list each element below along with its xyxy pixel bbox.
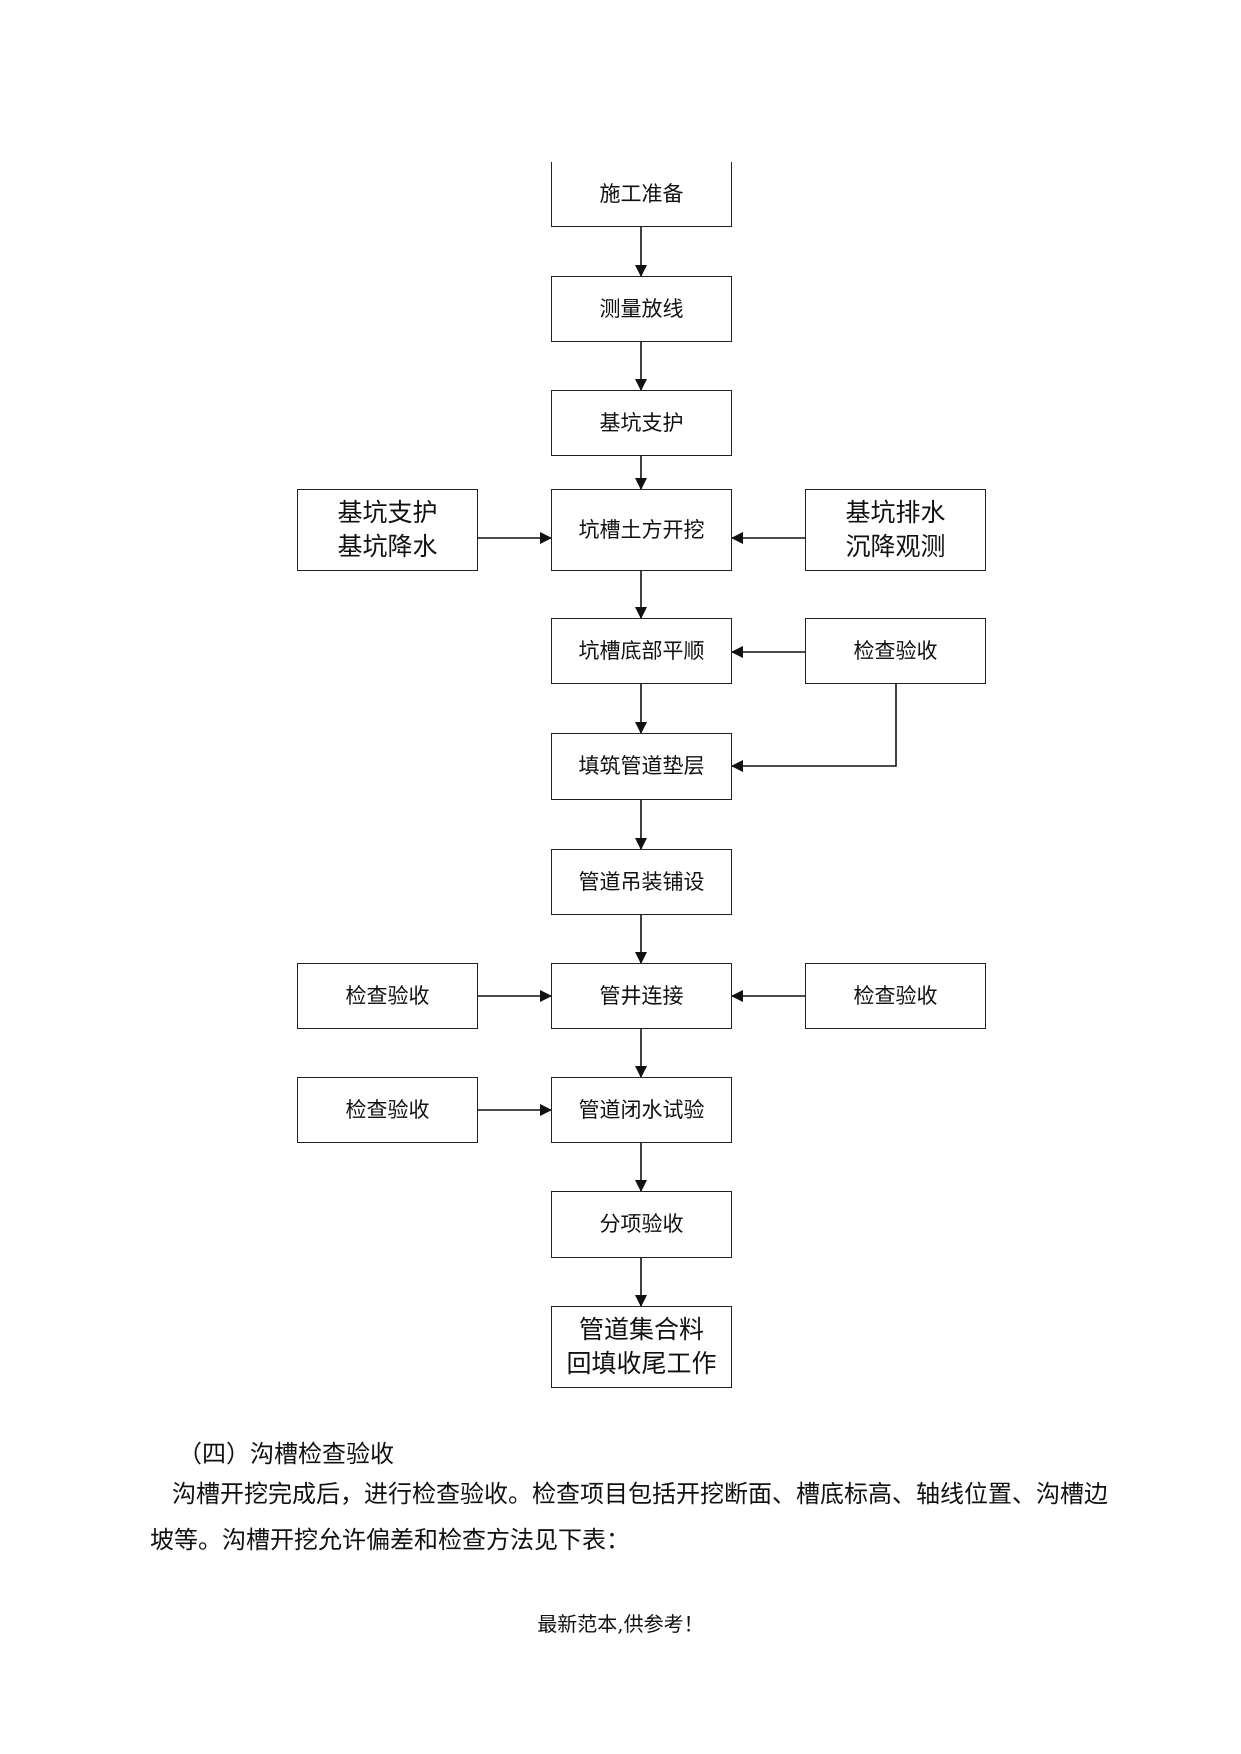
step-label: 管井连接 bbox=[599, 983, 684, 1008]
side-label: 基坑排水 沉降观测 bbox=[845, 498, 946, 561]
step-label: 基坑支护 bbox=[599, 410, 684, 435]
side-inspection-leveling: 检查验收 bbox=[805, 618, 986, 684]
arrow-inspection-to-bedding bbox=[731, 684, 897, 772]
body-paragraph: 沟槽开挖完成后，进行检查验收。检查项目包括开挖断面、槽底标高、轴线位置、沟槽边坡… bbox=[150, 1480, 1108, 1554]
step-backfill-finishing: 管道集合料 回填收尾工作 bbox=[551, 1306, 732, 1388]
side-label: 检查验收 bbox=[853, 638, 938, 663]
step-survey-setting-out: 测量放线 bbox=[551, 276, 732, 342]
side-inspection-water-test: 检查验收 bbox=[297, 1077, 478, 1143]
side-inspection-connection-left: 检查验收 bbox=[297, 963, 478, 1029]
step-pipe-hoisting-laying: 管道吊装铺设 bbox=[551, 849, 732, 915]
step-trench-excavation: 坑槽土方开挖 bbox=[551, 489, 732, 571]
side-support-dewatering: 基坑支护 基坑降水 bbox=[297, 489, 478, 571]
step-label: 坑槽土方开挖 bbox=[578, 517, 705, 542]
side-label: 基坑支护 基坑降水 bbox=[337, 498, 438, 561]
step-sub-item-acceptance: 分项验收 bbox=[551, 1191, 732, 1258]
step-pipe-well-connection: 管井连接 bbox=[551, 963, 732, 1029]
step-label: 管道闭水试验 bbox=[578, 1097, 705, 1122]
step-label: 管道吊装铺设 bbox=[578, 869, 705, 894]
step-label: 管道集合料 回填收尾工作 bbox=[566, 1315, 717, 1378]
side-label: 检查验收 bbox=[345, 983, 430, 1008]
step-label: 填筑管道垫层 bbox=[578, 754, 705, 779]
step-label: 施工准备 bbox=[599, 181, 684, 206]
side-drainage-settlement: 基坑排水 沉降观测 bbox=[805, 489, 986, 571]
side-label: 检查验收 bbox=[853, 983, 938, 1008]
page-footer: 最新范本,供参考！ bbox=[537, 1612, 704, 1636]
step-pit-support: 基坑支护 bbox=[551, 390, 732, 456]
side-inspection-connection-right: 检查验收 bbox=[805, 963, 986, 1029]
step-label: 分项验收 bbox=[599, 1212, 684, 1237]
step-construction-prep: 施工准备 bbox=[551, 162, 732, 227]
step-closed-water-test: 管道闭水试验 bbox=[551, 1077, 732, 1143]
step-label: 测量放线 bbox=[599, 296, 684, 321]
step-label: 坑槽底部平顺 bbox=[578, 638, 705, 663]
section-heading: （四）沟槽检查验收 bbox=[178, 1440, 394, 1468]
step-pipe-bedding: 填筑管道垫层 bbox=[551, 733, 732, 800]
step-trench-bottom-leveling: 坑槽底部平顺 bbox=[551, 618, 732, 684]
side-label: 检查验收 bbox=[345, 1097, 430, 1122]
